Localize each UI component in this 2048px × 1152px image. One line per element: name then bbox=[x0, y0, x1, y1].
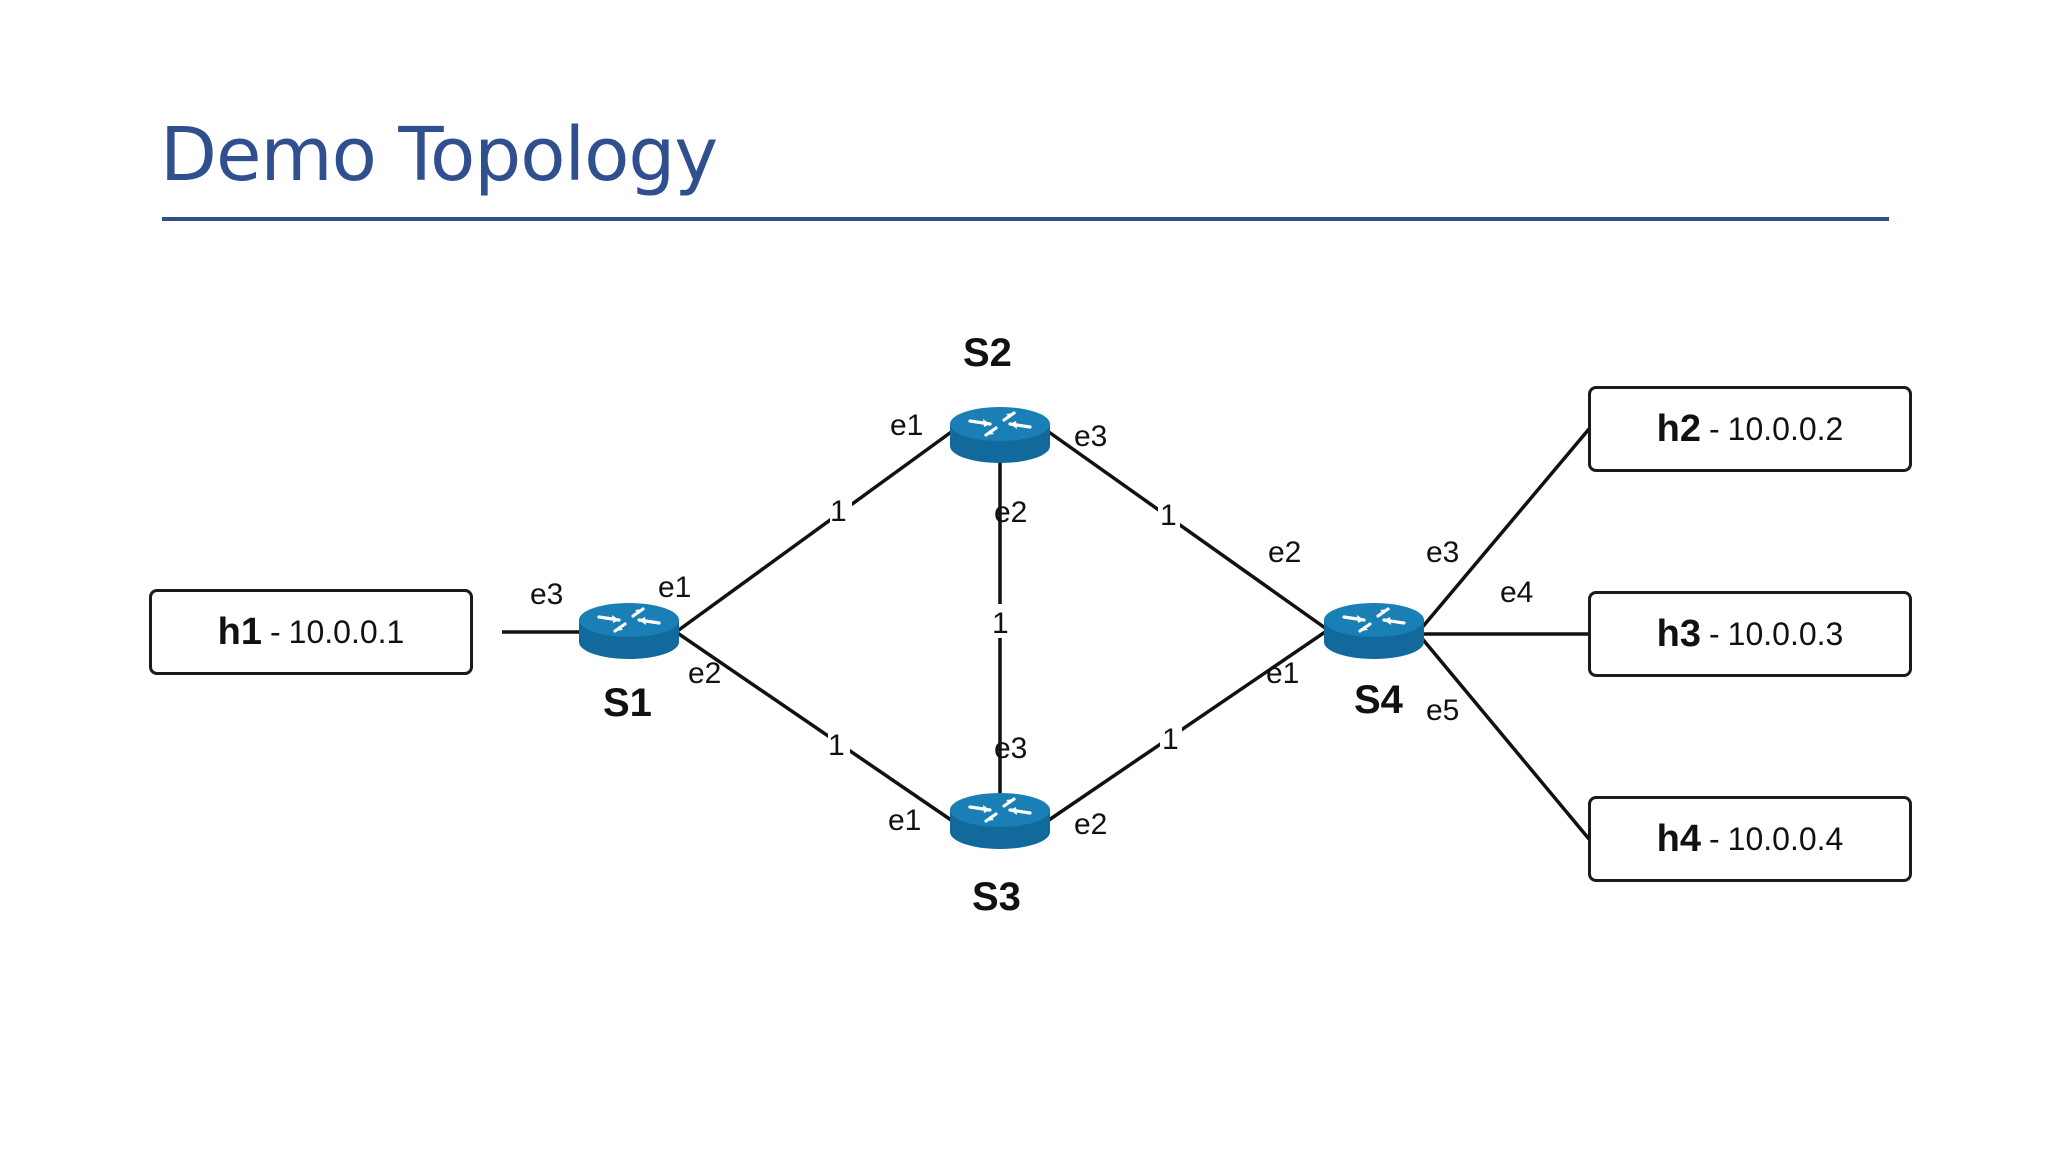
cost-label-s2-s3: 1 bbox=[992, 607, 1009, 640]
host-box-h2[interactable]: h2 - 10.0.0.2 bbox=[1588, 386, 1912, 472]
host-name: h4 bbox=[1656, 817, 1702, 860]
switch-label-s3: S3 bbox=[972, 875, 1021, 919]
port-label-s4-e4: e4 bbox=[1500, 576, 1533, 609]
switch-s1[interactable] bbox=[577, 601, 681, 661]
link-s3-s4 bbox=[1045, 628, 1329, 824]
port-label-s2-e3: e3 bbox=[1074, 420, 1107, 453]
port-label-s4-e3: e3 bbox=[1426, 536, 1459, 569]
host-separator: - bbox=[1709, 820, 1720, 857]
host-separator: - bbox=[1709, 410, 1720, 447]
port-label-s1-e1: e1 bbox=[658, 571, 691, 604]
port-label-s4-e2: e2 bbox=[1268, 536, 1301, 569]
link-s4-h2 bbox=[1418, 427, 1591, 632]
link-s2-s4 bbox=[1044, 428, 1330, 632]
switch-s2[interactable] bbox=[948, 405, 1052, 465]
switch-s3[interactable] bbox=[948, 791, 1052, 851]
port-label-s1-e3: e3 bbox=[530, 578, 563, 611]
cost-label-s1-s2: 1 bbox=[830, 495, 847, 528]
router-icon bbox=[948, 791, 1052, 851]
cost-label-s1-s3: 1 bbox=[828, 729, 845, 762]
host-separator: - bbox=[270, 613, 281, 650]
host-name: h2 bbox=[1656, 407, 1702, 450]
host-ip: 10.0.0.4 bbox=[1727, 820, 1844, 857]
host-box-h1[interactable]: h1 - 10.0.0.1 bbox=[149, 589, 473, 675]
host-separator: - bbox=[1709, 615, 1720, 652]
page-title: Demo Topology bbox=[160, 112, 718, 198]
host-name: h3 bbox=[1656, 612, 1702, 655]
host-ip: 10.0.0.1 bbox=[288, 613, 405, 650]
router-icon bbox=[577, 601, 681, 661]
host-ip: 10.0.0.3 bbox=[1727, 615, 1844, 652]
port-label-s1-e2: e2 bbox=[688, 657, 721, 690]
switch-label-s4: S4 bbox=[1354, 678, 1404, 722]
router-icon bbox=[1322, 601, 1426, 661]
port-label-s3-e2: e2 bbox=[1074, 808, 1107, 841]
port-label-s3-e3: e3 bbox=[994, 732, 1027, 765]
link-s1-s3 bbox=[675, 630, 955, 824]
switch-s4[interactable] bbox=[1322, 601, 1426, 661]
switch-label-s1: S1 bbox=[603, 681, 652, 725]
port-label-s4-e5: e5 bbox=[1426, 694, 1459, 727]
router-icon bbox=[948, 405, 1052, 465]
host-ip: 10.0.0.2 bbox=[1727, 410, 1844, 447]
link-s1-s2 bbox=[674, 428, 956, 634]
cost-label-s2-s4: 1 bbox=[1160, 499, 1177, 532]
port-label-s4-e1: e1 bbox=[1266, 657, 1299, 690]
cost-label-s3-s4: 1 bbox=[1162, 723, 1179, 756]
port-label-s2-e1: e1 bbox=[890, 409, 923, 442]
port-label-s3-e1: e1 bbox=[888, 804, 921, 837]
port-label-s2-e2: e2 bbox=[994, 496, 1027, 529]
link-s4-h4 bbox=[1418, 634, 1591, 841]
host-name: h1 bbox=[217, 610, 263, 653]
title-rule bbox=[162, 217, 1889, 221]
host-box-h3[interactable]: h3 - 10.0.0.3 bbox=[1588, 591, 1912, 677]
host-box-h4[interactable]: h4 - 10.0.0.4 bbox=[1588, 796, 1912, 882]
switch-label-s2: S2 bbox=[963, 331, 1012, 375]
